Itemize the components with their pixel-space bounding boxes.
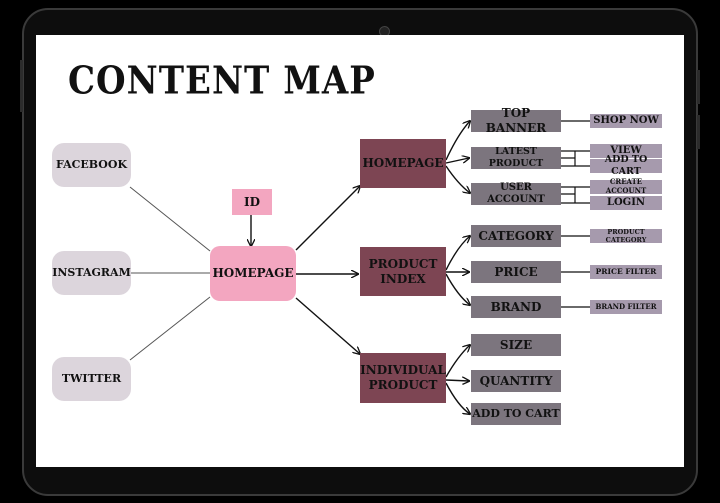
source-facebook: FACEBOOK [52, 143, 131, 187]
connector-account-leaves [561, 186, 590, 204]
node-brand: BRAND [471, 296, 561, 318]
arrow-homepage-latest [445, 158, 469, 164]
leaf-view: VIEW [590, 144, 662, 158]
side-button [697, 115, 700, 149]
leaf-login: LOGIN [590, 196, 662, 210]
arrow-root-product [295, 297, 360, 354]
arrow-product-quantity [445, 380, 469, 381]
category-homepage: HOMEPAGE [360, 139, 446, 188]
connector-facebook [129, 186, 211, 252]
side-button [697, 70, 700, 104]
arrow-product-addtocart [445, 382, 470, 414]
source-instagram: INSTAGRAM [52, 251, 131, 295]
category-individual-product: INDIVIDUAL PRODUCT [360, 353, 446, 403]
leaf-shop-now: SHOP NOW [590, 114, 662, 128]
id-box: ID [232, 189, 272, 215]
leaf-price-filter: PRICE FILTER [590, 265, 662, 279]
source-twitter: TWITTER [52, 357, 131, 401]
node-size: SIZE [471, 334, 561, 356]
side-button [20, 60, 23, 112]
leaf-brand-filter: BRAND FILTER [590, 300, 662, 314]
arrow-index-category [445, 236, 470, 271]
leaf-create-account: CREATE ACCOUNT [590, 177, 662, 195]
node-add-to-cart: ADD TO CART [471, 403, 561, 425]
leaf-product-category: PRODUCT CATEGORY [590, 228, 662, 244]
node-latest-product: LATEST PRODUCT [471, 146, 561, 169]
leaf-add-to-cart: ADD TO CART [590, 154, 662, 177]
node-quantity: QUANTITY [471, 370, 561, 392]
connector-latest-leaves [561, 150, 590, 167]
connector-twitter [129, 296, 211, 361]
arrow-homepage-topbanner [445, 121, 470, 161]
category-product-index: PRODUCT INDEX [360, 247, 446, 296]
arrow-index-brand [445, 273, 470, 305]
arrow-product-size [445, 345, 470, 378]
node-user-account: USER ACCOUNT [471, 182, 561, 205]
node-category: CATEGORY [471, 225, 561, 247]
arrow-homepage-account [445, 165, 470, 193]
node-price: PRICE [471, 261, 561, 283]
arrow-root-homepage [295, 186, 360, 251]
page-title: CONTENT MAP [68, 59, 376, 104]
node-top-banner: TOP BANNER [471, 106, 561, 135]
root-homepage: HOMEPAGE [210, 246, 296, 301]
